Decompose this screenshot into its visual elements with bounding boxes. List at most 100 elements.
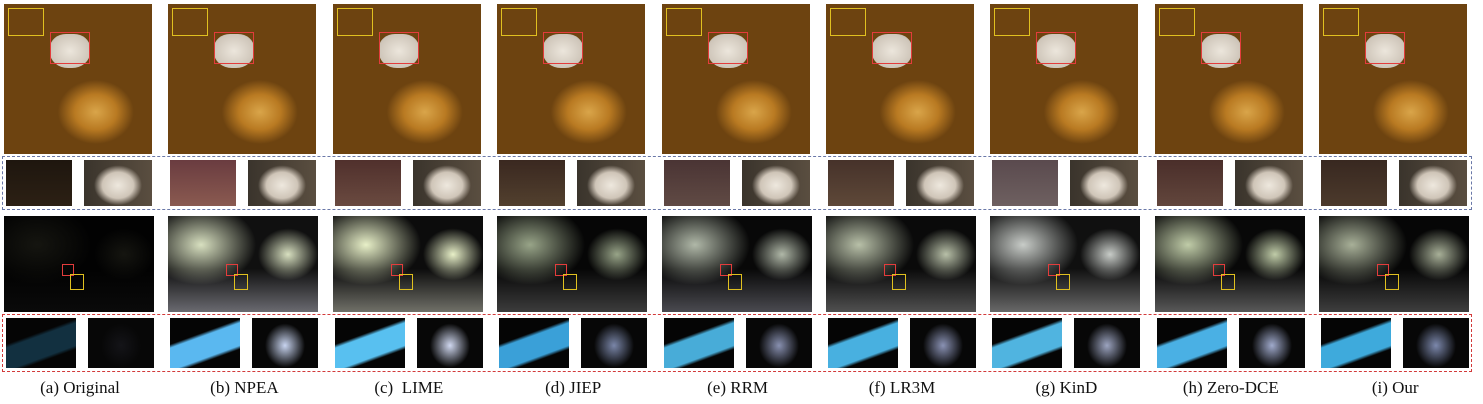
face-crop bbox=[741, 160, 810, 206]
people-crop bbox=[745, 318, 812, 368]
column-h-zero-dce: (h) Zero-DCE bbox=[1154, 0, 1307, 404]
face-crop bbox=[248, 160, 317, 206]
night-scene-image bbox=[4, 216, 154, 312]
statue-face bbox=[378, 34, 419, 68]
zoom-box-yellow bbox=[1385, 274, 1400, 290]
column-d-jiep: (d) JIEP bbox=[497, 0, 649, 404]
night-scene-image bbox=[1154, 216, 1305, 312]
statue-image bbox=[661, 4, 810, 154]
zoom-box-yellow bbox=[892, 274, 906, 290]
background-crop bbox=[6, 160, 72, 206]
sign-crop bbox=[663, 318, 734, 368]
night-scene-image bbox=[661, 216, 812, 312]
method-caption: (h) Zero-DCE bbox=[1182, 378, 1279, 397]
background-crop bbox=[334, 160, 401, 206]
face-crop bbox=[1234, 160, 1303, 206]
column-i-our: (i) Our bbox=[1319, 0, 1471, 404]
zoom-box-yellow bbox=[70, 274, 84, 290]
background-crop bbox=[663, 160, 730, 206]
face-crop bbox=[84, 160, 152, 206]
method-caption: (a) Original bbox=[40, 378, 120, 397]
statue-image bbox=[168, 4, 317, 154]
zoom-box-yellow bbox=[1220, 274, 1235, 290]
night-scene-image bbox=[168, 216, 319, 312]
background-crop bbox=[1156, 160, 1223, 206]
zoom-box-red bbox=[543, 32, 584, 64]
face-crop bbox=[412, 160, 481, 206]
column-g-kind: (g) KinD bbox=[990, 0, 1142, 404]
statue-image bbox=[826, 4, 974, 154]
background-crop bbox=[499, 160, 566, 206]
zoom-box-yellow bbox=[994, 8, 1031, 36]
sign-crop bbox=[1321, 318, 1392, 368]
zoom-box-yellow bbox=[830, 8, 866, 36]
zoom-box-red bbox=[390, 264, 403, 276]
sign-crop bbox=[6, 318, 76, 368]
column-b-npea: (b) NPEA bbox=[168, 0, 320, 404]
statue-face bbox=[872, 34, 912, 68]
people-crop bbox=[581, 318, 648, 368]
method-caption: (g) KinD bbox=[1035, 378, 1098, 397]
zoom-box-red bbox=[872, 32, 912, 64]
night-scene-image bbox=[497, 216, 648, 312]
zoom-box-red bbox=[62, 264, 74, 276]
zoom-box-red bbox=[707, 32, 748, 64]
people-crop bbox=[1238, 318, 1305, 368]
zoom-box-red bbox=[1048, 264, 1061, 276]
zoom-box-red bbox=[50, 32, 90, 64]
night-scene-image bbox=[332, 216, 483, 312]
zoom-box-yellow bbox=[1056, 274, 1071, 290]
zoom-box-red bbox=[555, 264, 568, 276]
statue-image bbox=[1319, 4, 1468, 154]
zoom-box-yellow bbox=[563, 274, 578, 290]
zoom-box-red bbox=[226, 264, 239, 276]
statue-image bbox=[990, 4, 1139, 154]
statue-face bbox=[707, 34, 748, 68]
people-crop bbox=[1403, 318, 1470, 368]
people-crop bbox=[88, 318, 154, 368]
sign-crop bbox=[170, 318, 241, 368]
dashed-frame-top bbox=[2, 156, 1472, 210]
zoom-box-red bbox=[1377, 264, 1390, 276]
method-caption: (i) Our bbox=[1371, 378, 1419, 397]
face-crop bbox=[906, 160, 974, 206]
column-a-original: (a) Original bbox=[4, 0, 156, 404]
method-caption: (e) RRM bbox=[707, 378, 769, 397]
zoom-box-yellow bbox=[398, 274, 413, 290]
background-crop bbox=[170, 160, 237, 206]
statue-face bbox=[1200, 34, 1241, 68]
statue-image bbox=[497, 4, 646, 154]
zoom-box-yellow bbox=[1158, 8, 1195, 36]
statue-image bbox=[1154, 4, 1303, 154]
method-caption: (d) JIEP bbox=[545, 378, 602, 397]
people-crop bbox=[1074, 318, 1141, 368]
sign-crop bbox=[828, 318, 898, 368]
statue-face bbox=[1365, 34, 1406, 68]
night-scene-image bbox=[1319, 216, 1470, 312]
zoom-box-yellow bbox=[8, 8, 44, 36]
zoom-box-yellow bbox=[172, 8, 209, 36]
people-crop bbox=[252, 318, 319, 368]
dashed-frame-bottom bbox=[2, 314, 1472, 372]
people-crop bbox=[416, 318, 483, 368]
statue-image bbox=[4, 4, 152, 154]
face-crop bbox=[577, 160, 646, 206]
statue-face bbox=[1036, 34, 1077, 68]
zoom-box-yellow bbox=[501, 8, 538, 36]
sign-crop bbox=[992, 318, 1063, 368]
night-scene-image bbox=[990, 216, 1141, 312]
zoom-box-red bbox=[1212, 264, 1225, 276]
background-crop bbox=[828, 160, 894, 206]
statue-face bbox=[50, 34, 90, 68]
method-caption: (f) LR3M bbox=[868, 378, 936, 397]
method-caption: (b) NPEA bbox=[210, 378, 279, 397]
sign-crop bbox=[499, 318, 570, 368]
zoom-box-red bbox=[1036, 32, 1077, 64]
zoom-box-red bbox=[884, 264, 896, 276]
zoom-box-yellow bbox=[234, 274, 249, 290]
statue-image bbox=[332, 4, 481, 154]
column-c-lime: (c) LIME bbox=[332, 0, 485, 404]
zoom-box-red bbox=[1365, 32, 1406, 64]
face-crop bbox=[1399, 160, 1468, 206]
zoom-box-red bbox=[378, 32, 419, 64]
